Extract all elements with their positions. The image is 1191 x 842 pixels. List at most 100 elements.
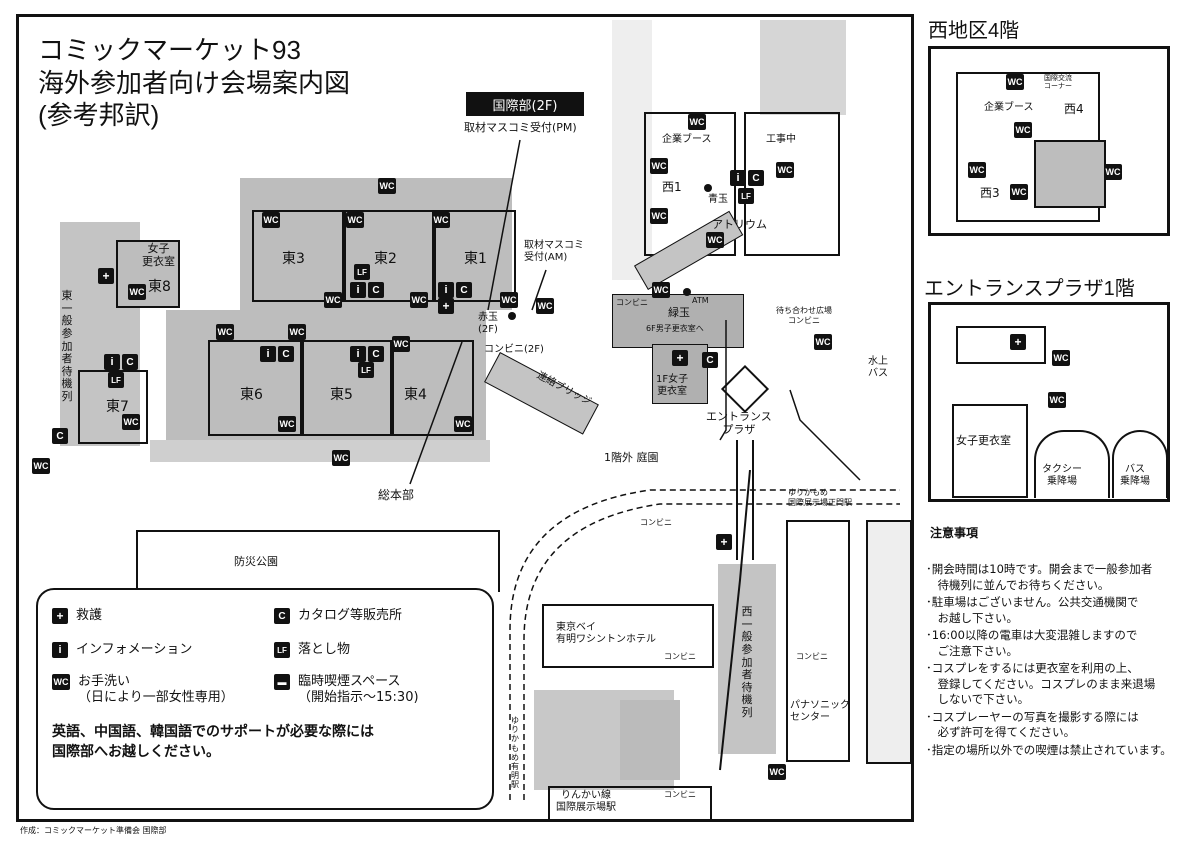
first-aid-icon: +: [438, 298, 454, 314]
inset-changing-room: [952, 404, 1028, 498]
men-changing-label: 6F男子更衣室へ: [646, 324, 704, 333]
legend-catalog-text: カタログ等販売所: [298, 608, 403, 623]
inset-entrance-title: エントランスプラザ1階: [924, 278, 1135, 300]
conbini-label-3: コンビニ: [796, 652, 828, 661]
wc-icon: WC: [410, 292, 428, 308]
intl-office-sub: 取材マスコミ受付(PM): [464, 121, 577, 134]
wc-icon: WC: [32, 458, 50, 474]
hotel-label: 東京ベイ 有明ワシントンホテル: [556, 622, 656, 645]
east3-outline: [252, 210, 346, 302]
first-aid-icon: +: [1010, 334, 1026, 350]
panasonic-block: [786, 520, 850, 762]
legend-smoking-text: 臨時喫煙スペース （開始指示～15:30): [298, 674, 419, 706]
wc-icon: WC: [814, 334, 832, 350]
wc-icon: WC: [968, 162, 986, 178]
info-icon: i: [350, 282, 366, 298]
east5-outline: [300, 340, 394, 436]
wc-icon: WC: [288, 324, 306, 340]
inset-west-grey: [1034, 140, 1106, 208]
wc-icon: WC: [278, 416, 296, 432]
conbini-label-1: コンビニ: [640, 518, 672, 527]
wc-icon: WC: [432, 212, 450, 228]
outer-right-block: [866, 520, 912, 764]
entrance-plaza-label: エントランス プラザ: [706, 410, 772, 437]
wc-icon: WC: [650, 158, 668, 174]
legend-info-text: インフォメーション: [76, 642, 193, 657]
wc-icon: WC: [768, 764, 786, 780]
conbini-2f-label: コンビニ(2F): [484, 344, 544, 355]
bus-stop-label: 水上 バス: [868, 356, 888, 379]
wc-icon: WC: [128, 284, 146, 300]
press-am-label: 取材マスコミ 受付(AM): [524, 240, 584, 263]
first-aid-icon: +: [98, 268, 114, 284]
info-icon: i: [438, 282, 454, 298]
intl-office-label: 国際部(2F): [492, 98, 558, 114]
legend-first-aid-text: 救護: [76, 608, 103, 623]
wc-icon: WC: [262, 212, 280, 228]
east4-outline: [390, 340, 474, 436]
east6-outline: [208, 340, 304, 436]
hall-east4: 東4: [404, 387, 427, 403]
wc-icon: WC: [776, 162, 794, 178]
legend-catalog: C カタログ等販売所: [274, 608, 402, 624]
hq-label: 総本部: [378, 488, 415, 502]
info-icon: i: [260, 346, 276, 362]
info-icon: i: [350, 346, 366, 362]
wc-icon: WC: [1014, 122, 1032, 138]
inset-bus-label: バス 乗降場: [1120, 464, 1150, 487]
catalog-icon: C: [368, 346, 384, 362]
conbini-west-label: コンビニ: [616, 298, 648, 307]
note-item: ･16:00以降の電車は大変混雑しますので ご注意下さい。: [926, 628, 1138, 658]
atm-label: ATM: [692, 296, 709, 305]
first-aid-icon: +: [672, 350, 688, 366]
wc-icon: WC: [1104, 164, 1122, 180]
akadama-label: 赤玉 (2F): [478, 312, 498, 335]
yurikamome-label: ゆりかもめ 国際展示場正門駅: [788, 488, 852, 507]
inset-company-booth: 企業ブース: [984, 102, 1034, 113]
lost-found-icon: LF: [354, 264, 370, 280]
wc-icon: WC: [1006, 74, 1024, 90]
wc-icon: WC: [392, 336, 410, 352]
leader-lines: [409, 139, 861, 485]
lost-found-icon: LF: [274, 642, 290, 658]
catalog-icon: C: [368, 282, 384, 298]
women-changing-east-label: 女子 更衣室: [142, 242, 175, 269]
east-waiting-label: 東一般参加者待機列: [61, 289, 73, 404]
atrium-label: アトリウム: [712, 218, 767, 231]
inset-west3: 西3: [980, 186, 1000, 200]
inset-women-changing: 女子更衣室: [956, 434, 1011, 447]
hotel-block: [542, 604, 714, 668]
wc-icon: WC: [1052, 350, 1070, 366]
notes-title: 注意事項: [930, 526, 979, 540]
wc-icon: WC: [122, 414, 140, 430]
aotama-label: 青玉: [708, 194, 728, 205]
meeting-plaza-label: 待ち合わせ広場 コンビニ: [776, 306, 832, 325]
legend-box: + 救護 C カタログ等販売所 i インフォメーション LF 落とし物 WC お…: [36, 588, 494, 810]
hall-east2: 東2: [374, 251, 397, 267]
intl-office-box: 国際部(2F): [466, 92, 584, 116]
hall-west1: 西1: [662, 180, 682, 194]
wc-icon: WC: [652, 282, 670, 298]
park-label: 防災公園: [234, 555, 278, 568]
wc-icon: WC: [706, 232, 724, 248]
ground-south-block: [620, 700, 680, 780]
wc-icon: WC: [324, 292, 342, 308]
east8-outline: [116, 240, 180, 308]
rinkai-station-block: [548, 786, 712, 822]
legend-smoking: ▬ 臨時喫煙スペース （開始指示～15:30): [274, 674, 419, 707]
hall-east8: 東8: [148, 279, 171, 295]
wc-icon: WC: [454, 416, 472, 432]
lost-found-icon: LF: [738, 188, 754, 204]
legend-toilet-text: お手洗い （日により一部女性専用）: [78, 674, 234, 706]
east7-outline: [78, 370, 148, 444]
notes-list: ･開会時間は10時です。開会まで一般参加者 待機列に並んでお待ちください。 ･駐…: [926, 562, 1188, 760]
catalog-icon: C: [122, 354, 138, 370]
inset-taxi: [1034, 430, 1110, 498]
wc-icon: WC: [500, 292, 518, 308]
construction-area: [760, 20, 846, 115]
legend-lost-found-text: 落とし物: [298, 642, 351, 657]
west-waiting-label: 西一般参加者待機列: [741, 605, 753, 720]
courtyard-label: 1階外 庭園: [604, 451, 659, 464]
note-item: ･開会時間は10時です。開会まで一般参加者 待機列に並んでお待ちください。: [926, 562, 1153, 592]
inset-building: [956, 326, 1046, 364]
